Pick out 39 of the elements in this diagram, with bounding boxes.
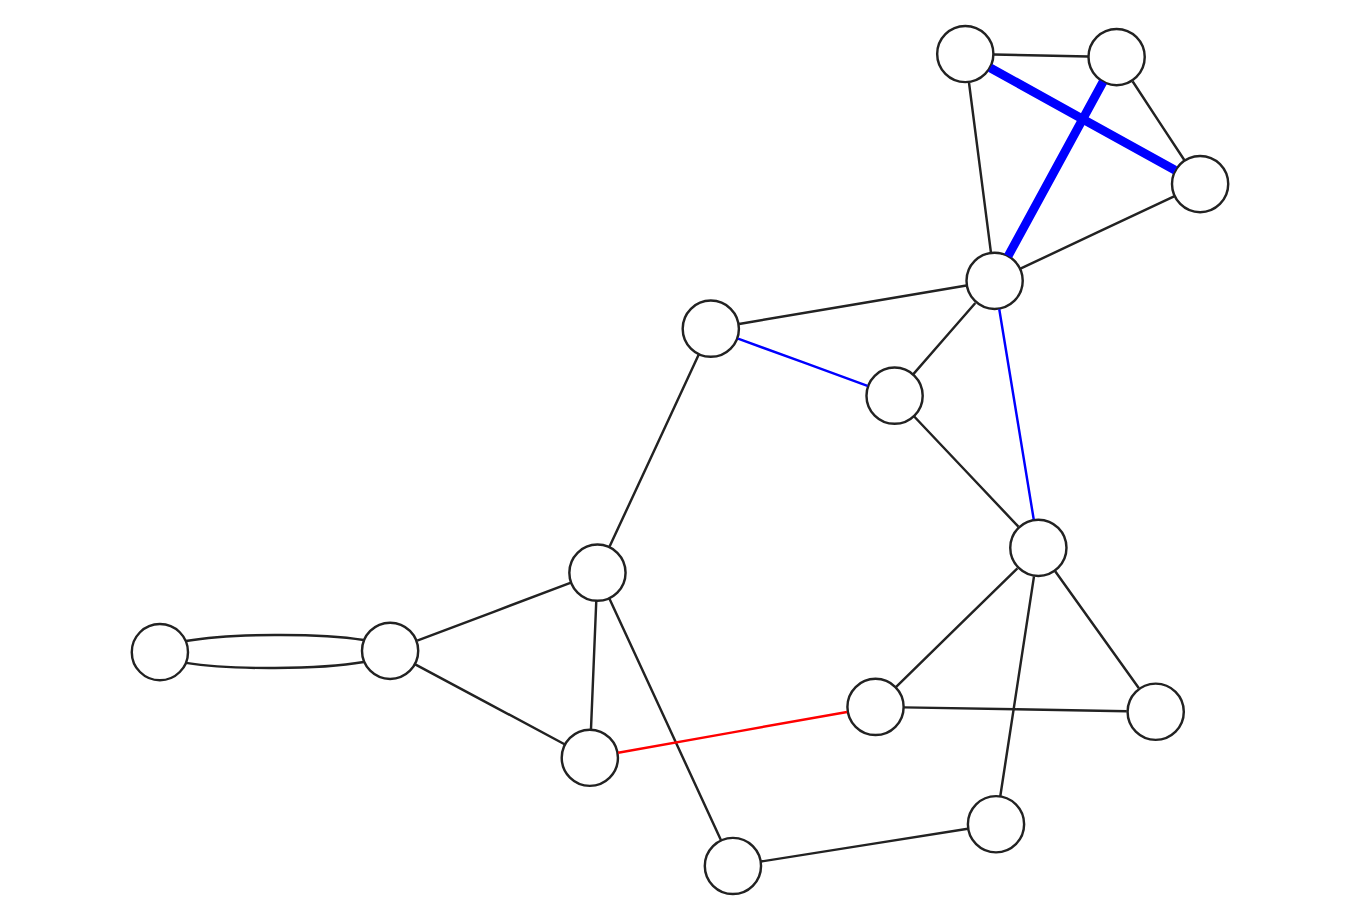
connector (416, 581, 572, 642)
node-circle (1009, 518, 1068, 578)
node-circle (1170, 154, 1230, 214)
connector (608, 597, 722, 841)
connector (185, 660, 364, 670)
connector (1131, 80, 1186, 162)
connector (737, 337, 868, 387)
node-circle (965, 251, 1024, 311)
connector (617, 710, 848, 754)
node-circle (1126, 682, 1186, 742)
connector (1019, 195, 1175, 270)
connector (993, 53, 1089, 58)
connector (738, 284, 967, 326)
node-circle (865, 366, 924, 426)
node-circle (935, 24, 995, 84)
connector (760, 827, 969, 863)
node-circle (568, 543, 627, 602)
connector (988, 64, 1178, 174)
node-circle (360, 621, 420, 681)
connector (1054, 570, 1140, 689)
connector (414, 663, 566, 746)
node-circle (130, 622, 190, 682)
connector (608, 354, 700, 548)
node-circle (966, 794, 1026, 854)
node-circle (703, 836, 763, 896)
connector (967, 82, 993, 253)
node-circle (1087, 27, 1146, 87)
connector (589, 600, 598, 730)
connector (185, 633, 364, 643)
node-circle (846, 677, 905, 737)
connector (1004, 79, 1107, 259)
connector (913, 415, 1020, 528)
connector (903, 706, 1127, 713)
connector (998, 309, 1035, 520)
connector (912, 302, 977, 376)
connector (895, 567, 1019, 688)
connector (999, 576, 1036, 797)
node-circle (681, 299, 741, 359)
node-circle (560, 728, 620, 788)
